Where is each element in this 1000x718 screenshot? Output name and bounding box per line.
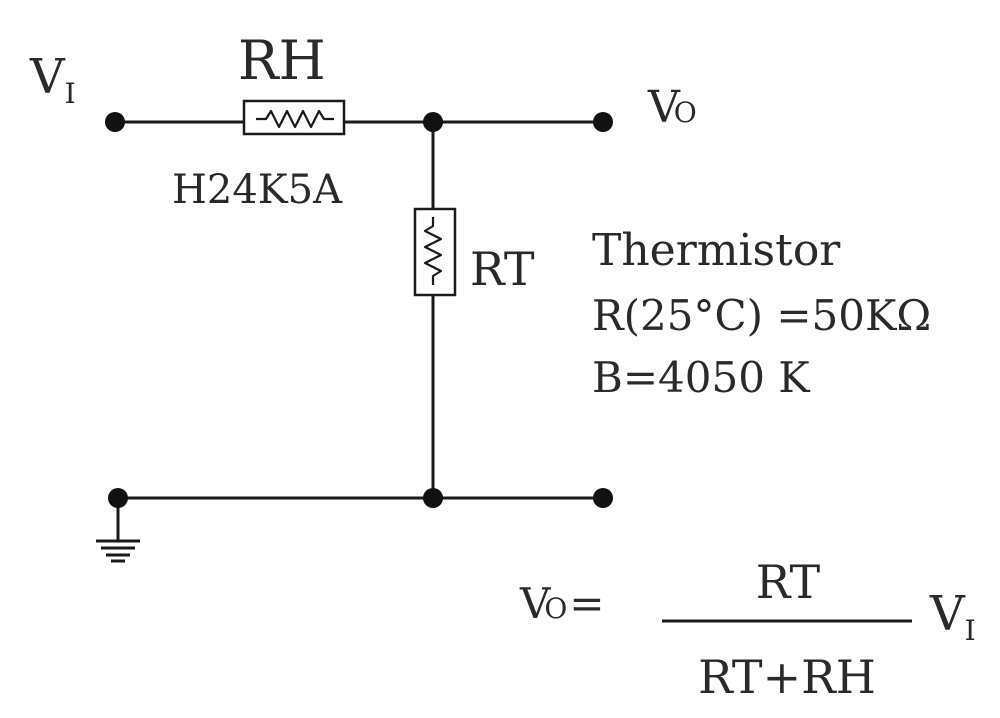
formula-denominator: RT+RH — [698, 650, 876, 704]
heater-resistor-symbol — [242, 99, 346, 136]
output-terminal — [593, 112, 613, 132]
zigzag-icon — [423, 217, 443, 285]
output-voltage-main: V — [647, 82, 681, 133]
formula-rhs-main: V — [929, 586, 966, 642]
thermistor-spec-resistance: R(25°C) =50KΩ — [592, 291, 931, 340]
wires — [115, 120, 603, 540]
thermistor-resistor-label: RT — [470, 242, 535, 296]
heater-resistor-label: RH — [238, 29, 326, 92]
input-voltage-label: VI — [29, 49, 76, 110]
terminals — [105, 112, 613, 508]
formula-lhs: VO= — [519, 579, 605, 628]
formula-lhs-main: V — [519, 579, 551, 628]
output-voltage-sub: O — [674, 96, 697, 129]
output-ground-terminal — [593, 488, 613, 508]
thermistor-spec-b-value: B=4050 K — [592, 353, 811, 402]
ground-icon — [96, 539, 140, 563]
formula-rhs: VI — [929, 586, 976, 647]
formula-lhs-sub: O — [544, 592, 567, 625]
thermistor-symbol — [413, 207, 457, 297]
input-voltage-sub: I — [65, 77, 76, 110]
heater-part-number: H24K5A — [172, 167, 343, 213]
formula-rhs-sub: I — [965, 614, 976, 647]
junction-node-bottom — [423, 488, 443, 508]
zigzag-icon — [256, 109, 334, 129]
input-voltage-main: V — [29, 49, 66, 105]
junction-node-top — [423, 112, 443, 132]
output-voltage-label: VO — [647, 82, 697, 133]
output-formula: VO= RT RT+RH VI — [519, 555, 976, 704]
input-terminal — [105, 112, 125, 132]
thermistor-spec: Thermistor R(25°C) =50KΩ B=4050 K — [592, 225, 931, 402]
ground-terminal-left — [108, 488, 128, 508]
formula-numerator: RT — [756, 555, 821, 609]
thermistor-spec-title: Thermistor — [592, 225, 841, 276]
formula-lhs-eq: = — [569, 579, 604, 628]
